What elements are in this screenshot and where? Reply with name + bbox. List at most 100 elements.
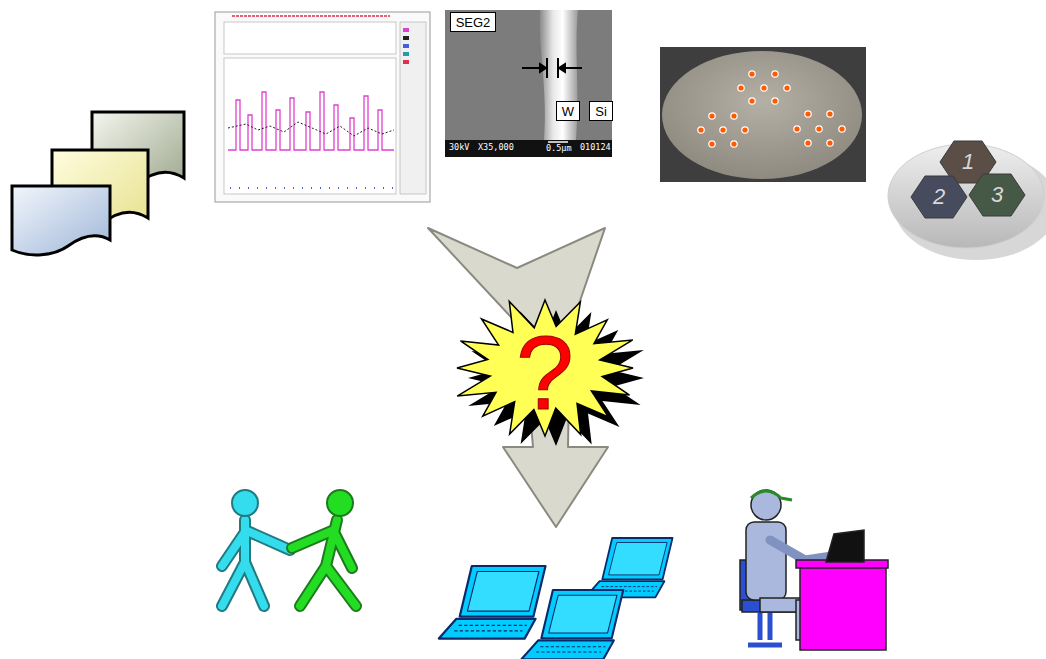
sem-label-box: W [556, 101, 580, 121]
chart-legend-swatches [403, 28, 409, 64]
chart-legend-swatch [403, 52, 409, 56]
hexagon-shape [911, 176, 967, 218]
wafer-dot [709, 113, 715, 119]
person-head [327, 490, 353, 516]
handshake-people [222, 490, 356, 606]
wafer-dot [698, 127, 704, 133]
chart-legend-swatch [403, 28, 409, 32]
wafer-dot [731, 113, 737, 119]
wafer-dot [709, 141, 715, 147]
wafer-dot [738, 85, 744, 91]
wafer-dot [749, 98, 755, 104]
laptop-screen [460, 566, 546, 617]
wafer-dot [761, 85, 767, 91]
material-label: SEG2 [456, 16, 491, 29]
wafer-dot [784, 85, 790, 91]
wafer-dot [772, 71, 778, 77]
question-mark: ? [516, 321, 574, 425]
laptop-screen [602, 538, 672, 579]
sem-dimension-arrows [522, 58, 582, 78]
person-cyan [222, 490, 290, 606]
document-front [12, 186, 110, 255]
worker-at-desk [740, 490, 888, 650]
laptop [439, 566, 546, 639]
wafer-photo [660, 47, 866, 182]
tile-number: 3 [991, 184, 1003, 206]
laptop-keys [536, 647, 605, 652]
chart-main-panel [224, 58, 396, 194]
worker-torso [746, 522, 786, 600]
sem-info-text: 0.5µm [546, 144, 572, 153]
chair-legs [748, 612, 782, 645]
desk [800, 566, 886, 650]
question-starburst: ? [460, 300, 640, 446]
wafer-disc [662, 51, 862, 179]
dimension-arrow [522, 67, 540, 69]
chart-title-line [232, 15, 390, 17]
person-body-outline [292, 520, 356, 606]
laptop-base [521, 640, 613, 659]
document-stack [12, 112, 184, 255]
tile-number: 2 [933, 186, 945, 208]
sem-info-text: 010124 [580, 143, 611, 152]
monitor [826, 530, 864, 562]
laptop-screen-inner [609, 543, 668, 575]
wafer-dot [827, 111, 833, 117]
laptop-base [439, 619, 536, 639]
chart-legend-swatch [403, 60, 409, 64]
wafer-dot [731, 141, 737, 147]
wafer-dot [816, 126, 822, 132]
sem-image [445, 10, 612, 157]
dimension-tick [546, 58, 548, 78]
laptop-keys [454, 625, 527, 631]
worker-arm [770, 540, 832, 560]
tile-number: 1 [962, 151, 974, 173]
chart-black-trace [228, 122, 394, 136]
chart-top-panel [224, 22, 396, 54]
hexagon-tile: 2 [911, 176, 967, 218]
wafer-dot [839, 126, 845, 132]
hexagon-tile: 3 [969, 174, 1025, 216]
person-body-outline [222, 520, 290, 606]
chart-dots [230, 187, 394, 189]
laptop-screen-inner [549, 595, 617, 633]
laptop [585, 538, 672, 597]
chart-screenshot [215, 12, 430, 202]
wafer-dot [805, 140, 811, 146]
chart-legend-swatch [403, 44, 409, 48]
dimension-arrow [565, 67, 582, 69]
dimension-arrowhead [559, 64, 565, 72]
person-green [292, 490, 356, 606]
wafer-dot [827, 140, 833, 146]
wafer-dot [742, 127, 748, 133]
chart-pink-trace [228, 92, 394, 150]
dimension-arrowhead [540, 64, 546, 72]
sem-label-box: SEG2 [450, 12, 496, 32]
sem-info-text: X35,000 [478, 143, 514, 152]
wafer-dot [772, 98, 778, 104]
sem-info-bar [445, 140, 612, 157]
laptop-screen-inner [467, 572, 539, 612]
hexagon-shape [969, 174, 1025, 216]
sem-background [445, 10, 612, 140]
chart-frame [215, 12, 430, 202]
laptop-screen [541, 590, 623, 638]
wafer-dot [720, 127, 726, 133]
person-body [222, 520, 290, 606]
person-body [292, 520, 356, 606]
sem-label-box: Si [589, 101, 613, 121]
sem-info-text: 30kV [449, 143, 469, 152]
wafer-background [660, 47, 866, 182]
wafer-dots [698, 71, 845, 147]
wafer-dot [749, 71, 755, 77]
sem-scale-bar [548, 141, 568, 143]
chart-side-panel [400, 22, 426, 194]
hexagon-platform [888, 144, 1046, 260]
material-label: W [562, 105, 574, 118]
wafer-dot [805, 111, 811, 117]
laptop [521, 590, 623, 659]
worker-cap [751, 491, 792, 500]
wafer-dot [794, 126, 800, 132]
starburst-shape [457, 300, 633, 436]
